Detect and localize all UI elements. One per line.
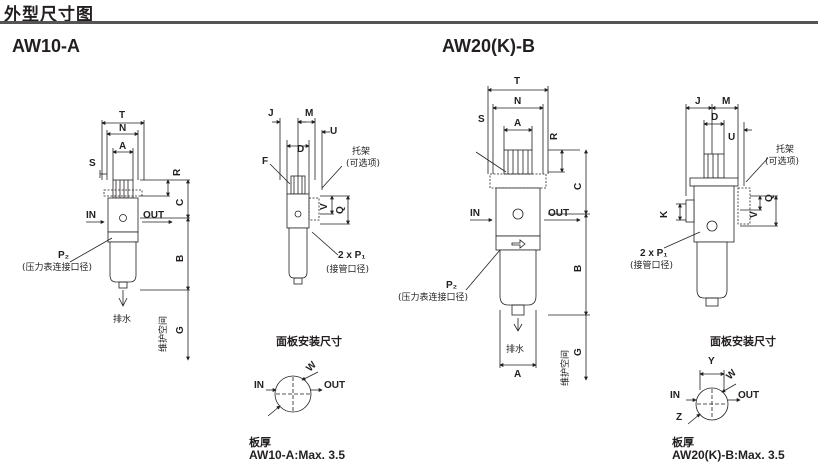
dim-s: S [89,158,96,169]
dim-r: R [549,132,560,140]
section-title: 外型尺寸图 [4,5,94,25]
label-drain: 排水 [506,343,524,355]
aw10-panel-cutout [266,371,323,417]
dim-j: J [268,108,274,119]
aw10-plate-label: 板厚 [249,436,271,449]
dim-j: J [695,96,701,107]
dim-n: N [514,96,521,107]
label-p2: P₂ [446,280,457,291]
label-out: OUT [143,210,164,221]
label-bracket: 托架 [352,145,370,157]
panel-out: OUT [324,380,345,391]
aw20-side-view [663,104,778,307]
label-bracket: 托架 [776,143,794,155]
dim-u: U [728,132,735,143]
label-p1: 2 x P₁ [640,248,668,259]
dim-g: G [573,348,584,356]
aw20-plate-value: AW20(K)-B:Max. 3.5 [672,448,785,462]
label-p2-desc: (压力表连接口径) [22,261,92,273]
dim-q: Q [335,206,346,214]
aw10-plate-value: AW10-A:Max. 3.5 [249,448,346,462]
label-in: IN [470,208,480,219]
dim-d: D [297,144,304,155]
dim-v: V [749,211,760,218]
dim-u: U [330,126,337,137]
panel-y: Y [708,356,715,367]
dim-g: G [175,326,186,334]
dim-n: N [119,123,126,134]
label-out: OUT [548,208,569,219]
label-bracket-desc: (可选项) [346,157,380,169]
aw20-labels: T N A S R C IN OUT B G P₂ (压力表连接口径) 排水 A… [398,76,799,423]
dim-r: R [172,168,183,176]
label-p2-desc: (压力表连接口径) [398,291,468,303]
panel-w: W [724,367,739,382]
aw20-plate-label: 板厚 [672,436,694,449]
label-maintenance: 维护空间 [157,316,169,352]
dim-v: V [319,203,330,210]
panel-w: W [304,359,319,374]
label-in: IN [86,210,96,221]
label-p1-desc: (接管口径) [630,259,673,271]
dim-a: A [119,141,126,152]
aw20-panel-cutout [686,370,741,425]
label-bracket-desc: (可选项) [765,155,799,167]
model-heading-aw20: AW20(K)-B [442,36,535,56]
dim-m: M [305,108,313,119]
label-p2: P₂ [58,250,69,261]
model-heading-aw10: AW10-A [12,36,81,56]
dim-m: M [722,96,730,107]
panel-in: IN [254,380,264,391]
dim-f: F [262,156,268,167]
label-maintenance: 维护空间 [559,350,571,386]
label-p1-desc: (接管口径) [326,263,369,275]
dim-t: T [119,110,125,121]
title-underline [0,21,818,24]
dim-c: C [573,183,584,190]
dim-t: T [514,76,520,87]
dim-a-bottom: A [514,369,521,380]
section-title-bar: 外型尺寸图 [0,0,818,25]
dim-c: C [175,199,186,206]
panel-in: IN [670,390,680,401]
dim-q: Q [764,194,775,202]
aw10-front-view [69,120,190,361]
aw20-panel-title: 面板安装尺寸 [710,335,776,348]
aw10-panel-title: 面板安装尺寸 [276,335,342,348]
panel-out: OUT [738,390,759,401]
dim-s: S [478,114,485,125]
dim-a: A [514,118,521,129]
dim-b: B [175,255,186,262]
dim-k: K [659,210,670,218]
aw10-labels: T N A S R C IN OUT B G P₂ (压力表连接口径) 排水 维… [22,108,380,391]
dim-b: B [573,265,584,272]
label-p1: 2 x P₁ [338,250,366,261]
label-drain: 排水 [113,313,131,325]
aw10-side-view [269,118,350,285]
dim-d: D [711,112,718,123]
panel-z: Z [676,412,682,423]
aw20-front-view [465,86,590,381]
